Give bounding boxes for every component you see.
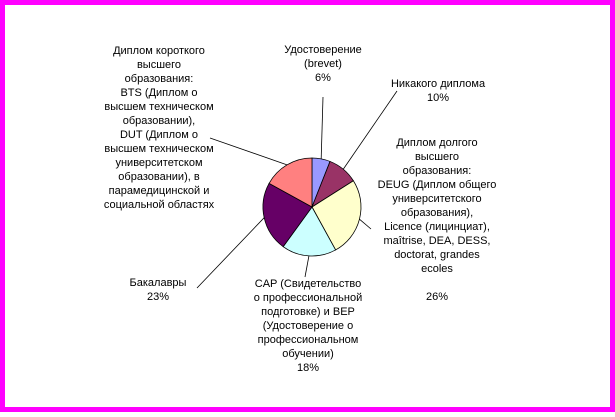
- slice-label-cap-bep: CAP (Свидетельство о профессиональной по…: [253, 278, 363, 374]
- leader-line-cap-bep: [304, 255, 310, 278]
- leader-line-long-higher-education: [359, 218, 372, 230]
- slice-label-brevet: Удостоверение (brevet) 6%: [284, 44, 362, 84]
- slice-label-long-higher-education: Диплом долгого высшего образования: DEUG…: [377, 137, 497, 303]
- leader-line-short-higher-education: [209, 137, 288, 166]
- leader-line-baccalaureate: [196, 217, 265, 289]
- pie-slice-baccalaureate: [262, 182, 313, 248]
- leader-line-brevet: [320, 96, 324, 159]
- pie-chart: [196, 90, 398, 289]
- slice-label-short-higher-education: Диплом короткого высшего образования: BT…: [103, 45, 215, 211]
- pie-slice-short-higher-education: [268, 157, 313, 208]
- pie-slice-long-higher-education: [311, 180, 362, 251]
- slice-label-no-diploma: Никакого диплома 10%: [390, 78, 486, 104]
- leader-line-no-diploma: [342, 90, 398, 170]
- slice-label-baccalaureate: Бакалавры 23%: [129, 277, 187, 303]
